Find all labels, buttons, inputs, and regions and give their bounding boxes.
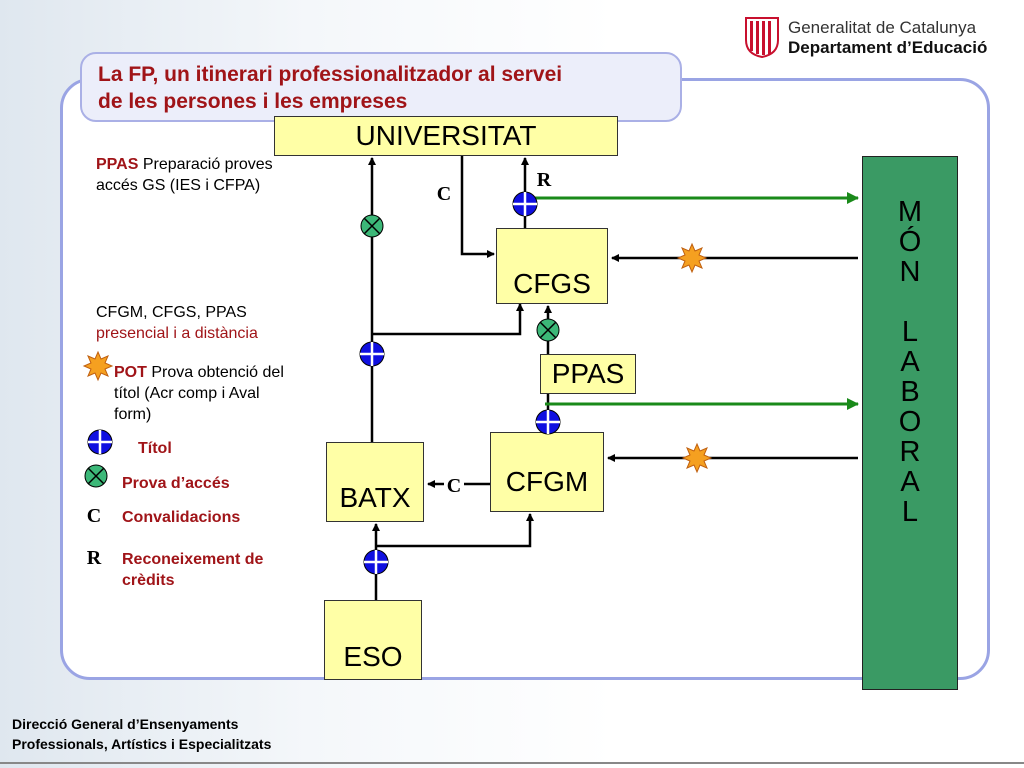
mon-letter: A [900,346,920,378]
ppas-note-key: PPAS [96,156,139,173]
prova-acces-icon [536,318,560,342]
cfgm-box: CFGM [490,432,604,512]
legend-titol: Títol [138,440,172,457]
pot-note-key: POT [114,364,147,381]
titol-icon [362,548,390,576]
logo-line-1: Generalitat de Catalunya [788,18,977,37]
legend-prova-acces: Prova d’accés [122,475,230,492]
prova-legend-icon [84,464,108,488]
mon-letter: M [897,196,923,228]
generalitat-emblem-icon [745,17,779,59]
ppas-note-line2: accés GS (IES i CFPA) [96,177,261,194]
pot-note-line2: títol (Acr comp i Aval [114,385,260,402]
mon-letter: L [901,496,919,528]
generalitat-logo: Generalitat de Catalunya Departament d’E… [744,16,1014,62]
legend-c-symbol: C [84,504,104,528]
legend-reconeixement-line1: Reconeixement de [122,551,264,568]
modalitats-note: CFGM, CFGS, PPAS presencial i a distànci… [96,302,336,344]
footer-line-1: Direcció General d’Ensenyaments [12,716,239,732]
mon-letter: N [899,256,921,288]
titol-icon [511,190,539,218]
modalitats-line2: presencial i a distància [96,325,258,342]
logo-line-2: Departament d’Educació [788,38,988,57]
pot-icon [677,243,707,273]
prova-acces-icon [360,214,384,238]
convalidacio-marker: C [434,182,454,206]
mon-letter: Ó [898,226,922,258]
title-line-1: La FP, un itinerari professionalitzador … [98,63,563,86]
mon-laboral-box: M Ó N L A B O R A L [862,156,958,690]
modalitats-line1: CFGM, CFGS, PPAS [96,304,247,321]
mon-letter: R [899,436,921,468]
ppas-note: PPAS Preparació proves accés GS (IES i C… [96,154,336,196]
legend-reconeixement-line2: crèdits [122,572,175,589]
convalidacio-marker: C [444,474,464,498]
footer: Direcció General d’Ensenyaments Professi… [12,714,271,754]
universitat-box: UNIVERSITAT [274,116,618,156]
legend-convalidacions: Convalidacions [122,509,241,526]
mon-letter: L [901,316,919,348]
titol-legend-icon [86,428,114,456]
legend-r-symbol: R [84,546,104,570]
pot-legend-icon [83,351,113,381]
pot-note-line1: Prova obtenció del [146,364,284,381]
ppas-note-line1: Preparació proves [138,156,273,173]
legend-reconeixement: Reconeixement de crèdits [122,549,263,591]
pot-note-line3: form) [114,406,152,423]
titol-icon [358,340,386,368]
eso-box: ESO [324,600,422,680]
pot-note: POT Prova obtenció del títol (Acr comp i… [114,362,334,425]
cfgs-box: CFGS [496,228,608,304]
mon-letter: A [900,466,920,498]
mon-letter: B [900,376,920,408]
title-line-2: de les persones i les empreses [98,90,408,113]
pot-icon [682,443,712,473]
ppas-box: PPAS [540,354,636,394]
batx-box: BATX [326,442,424,522]
titol-icon [534,408,562,436]
footer-line-2: Professionals, Artístics i Especialitzat… [12,736,272,752]
footer-divider [0,762,1024,764]
mon-letter: O [898,406,922,438]
reconeixement-marker: R [534,168,554,192]
